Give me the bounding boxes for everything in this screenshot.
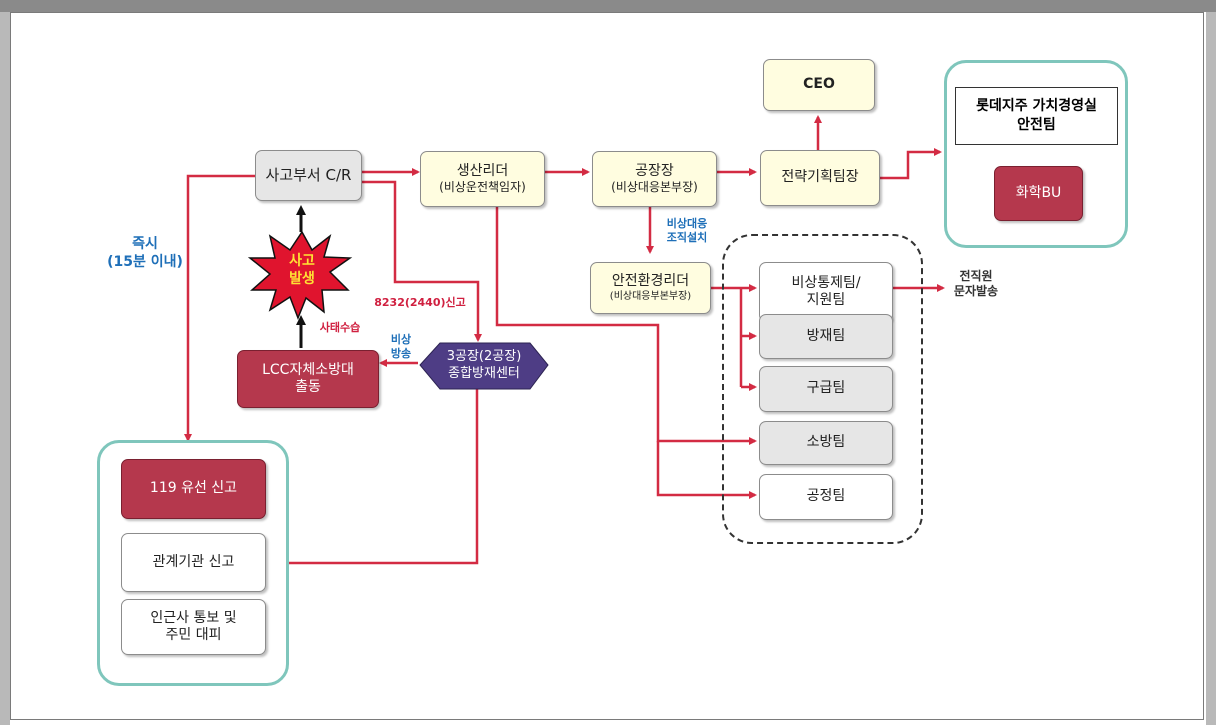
- strategy-leader-box: 전략기획팀장: [760, 150, 880, 206]
- immediate-label: 즉시 (15분 이내): [107, 236, 183, 270]
- emergency-broadcast-label: 비상 방송: [390, 333, 412, 360]
- process-team-box: 공정팀: [759, 474, 893, 520]
- rescue-team-box: 구급팀: [759, 366, 893, 412]
- production-leader-box: 생산리더 (비상운전책임자): [420, 151, 545, 207]
- left-border-bar: [0, 12, 10, 725]
- accident-dept-box: 사고부서 C/R: [255, 150, 362, 201]
- prevention-team-label: 방재팀: [806, 327, 846, 344]
- notify-neighbors-label: 인근사 통보 및 주민 대피: [150, 609, 237, 644]
- production-leader-sub: (비상운전책임자): [439, 180, 526, 195]
- rescue-team-label: 구급팀: [806, 380, 846, 397]
- notify-neighbors-box: 인근사 통보 및 주민 대피: [121, 599, 266, 655]
- emergency-control-team-box: 비상통제팀/ 지원팀: [759, 262, 893, 322]
- production-leader-label: 생산리더: [456, 162, 509, 179]
- accident-burst-label: 사고 발생: [289, 253, 315, 287]
- disaster-center-label: 3공장(2공장) 종합방재센터: [446, 349, 522, 381]
- all-staff-sms-label: 전직원 문자발송: [953, 269, 999, 298]
- plant-manager-sub: (비상대응본부장): [611, 180, 698, 195]
- emergency-org-label: 비상대응 조직설치: [666, 217, 708, 244]
- arrow-cr-to-119: [184, 174, 255, 442]
- arrow-center-to-agencies: [273, 387, 479, 567]
- arrow-cr-to-center: [362, 180, 482, 342]
- firefighting-team-box: 소방팀: [759, 421, 893, 465]
- strategy-leader-label: 전략기획팀장: [781, 169, 859, 186]
- chemical-bu-label: 화학BU: [1015, 184, 1062, 201]
- report-call-label: 8232(2440)신고: [374, 296, 466, 309]
- disaster-center-shape: [419, 342, 549, 390]
- chemical-bu-box: 화학BU: [994, 166, 1083, 221]
- ceo-label: CEO: [803, 76, 835, 93]
- safety-leader-sub: (비상대응부본부장): [609, 290, 692, 302]
- top-border-bar: [0, 0, 1216, 12]
- emergency-control-team-label: 비상통제팀/ 지원팀: [791, 274, 861, 309]
- lotte-holdings-box: 롯데지주 가치경영실 안전팀: [955, 87, 1118, 145]
- ceo-box: CEO: [763, 59, 875, 111]
- lcc-fire-box: LCC자체소방대 출동: [237, 350, 379, 408]
- process-team-label: 공정팀: [806, 488, 846, 505]
- report-119-box: 119 유선 신고: [121, 459, 266, 519]
- firefighting-team-label: 소방팀: [806, 434, 846, 451]
- accident-burst-shape: [247, 230, 353, 321]
- report-agencies-box: 관계기관 신고: [121, 533, 266, 592]
- right-border-bar: [1206, 12, 1216, 725]
- prevention-team-box: 방재팀: [759, 314, 893, 359]
- lcc-fire-label: LCC자체소방대 출동: [262, 361, 354, 396]
- safety-leader-box: 안전환경리더 (비상대응부본부장): [590, 262, 711, 314]
- emergency-teams-group: [722, 234, 923, 544]
- inner-border: [10, 12, 1204, 720]
- accident-dept-label: 사고부서 C/R: [265, 166, 352, 185]
- report-agencies-label: 관계기관 신고: [152, 553, 235, 570]
- plant-manager-box: 공장장 (비상대응본부장): [592, 151, 717, 207]
- plant-manager-label: 공장장: [635, 162, 674, 179]
- arrow-production-to-fire: [495, 207, 757, 445]
- situation-control-label: 사태수습: [319, 321, 361, 334]
- report-119-label: 119 유선 신고: [149, 480, 238, 497]
- safety-leader-label: 안전환경리더: [611, 273, 690, 289]
- arrow-strategy-to-lotte: [880, 148, 942, 180]
